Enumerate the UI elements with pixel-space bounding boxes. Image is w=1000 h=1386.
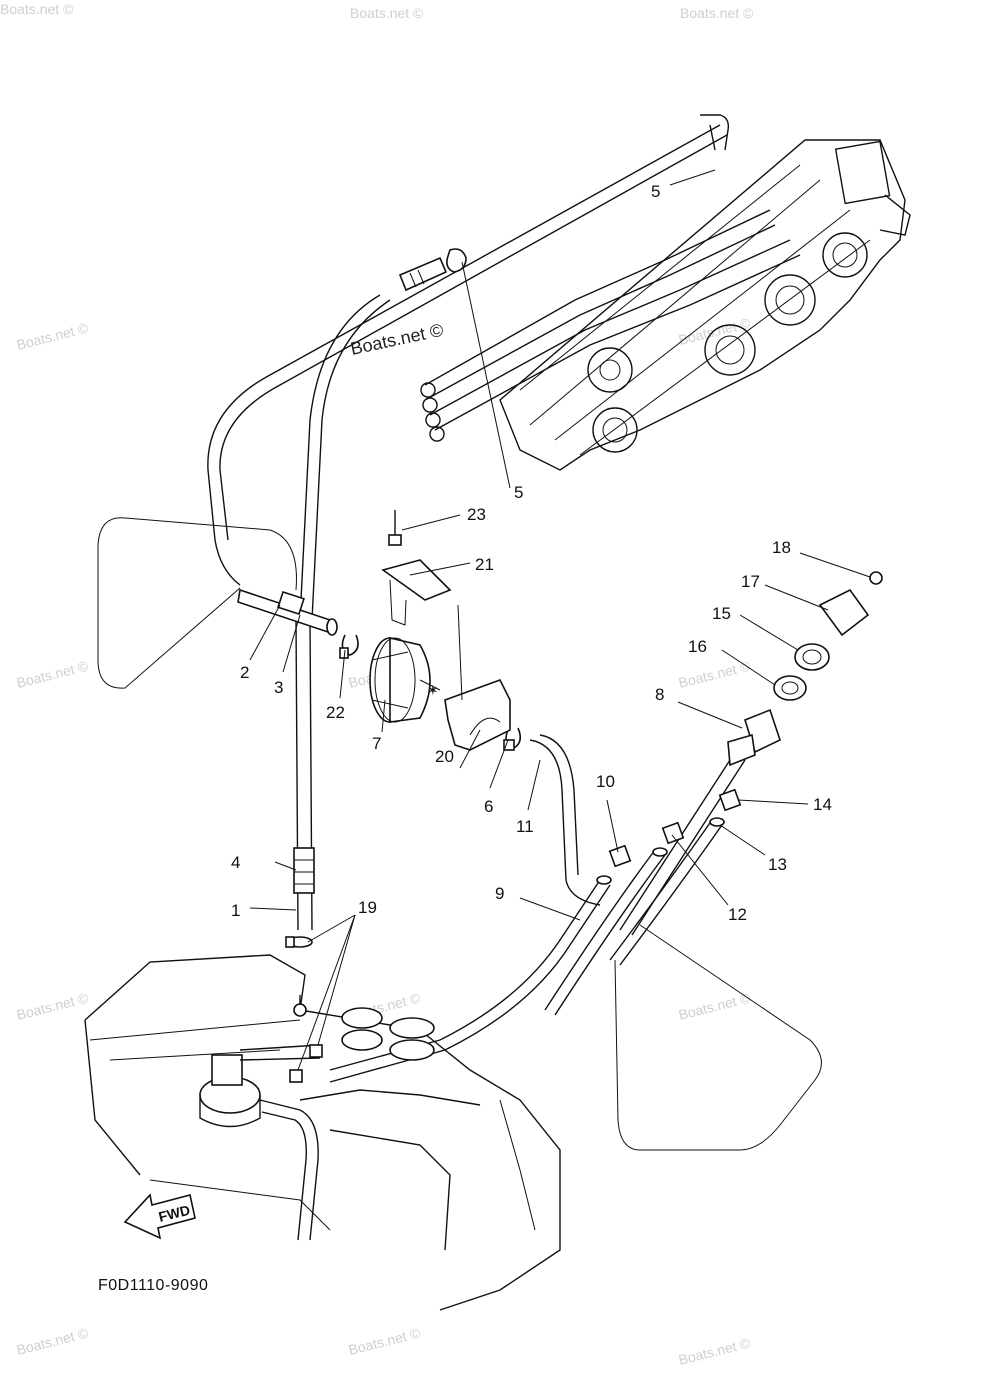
guide-triangle-left — [97, 517, 297, 689]
washer-16 — [773, 675, 807, 701]
callout-8: 8 — [655, 685, 664, 704]
clip-14 — [718, 788, 742, 812]
callout-13: 13 — [768, 855, 787, 874]
mount-bracket — [381, 559, 463, 701]
diagram-code: F0D1110-9090 — [98, 1277, 208, 1294]
screw-23 — [388, 510, 402, 546]
main-watermark: Boats.net © — [349, 320, 445, 359]
hose-joint — [398, 248, 467, 292]
clip-12 — [661, 821, 685, 845]
callout-16: 16 — [688, 637, 707, 656]
hoses-9-12-13 — [329, 817, 725, 1083]
callout-5: 5 — [651, 182, 660, 201]
callout-7: 7 — [372, 734, 381, 753]
callout-21: 21 — [475, 555, 494, 574]
callout-6: 6 — [484, 797, 493, 816]
filter-bracket — [444, 679, 511, 751]
callout-10: 10 — [596, 772, 615, 791]
callout-5: 5 — [514, 483, 523, 502]
fuel-hose-main — [293, 294, 391, 931]
callout-3: 3 — [274, 678, 283, 697]
cap-nut-15 — [794, 643, 830, 671]
cap-cover-17 — [818, 588, 870, 637]
watermark: Boats.net © — [350, 5, 424, 21]
watermark: Boats.net © — [15, 989, 91, 1022]
clip-19 — [285, 936, 323, 1083]
callout-23: 23 — [467, 505, 486, 524]
callout-12: 12 — [728, 905, 747, 924]
callout-labels: 5 5 23 21 2 3 22 7 20 6 11 4 1 19 9 10 1… — [231, 182, 832, 924]
svg-text:✶: ✶ — [427, 682, 439, 698]
watermark: Boats.net © — [15, 657, 91, 690]
callout-1: 1 — [231, 901, 240, 920]
watermark: Boats.net © — [677, 1334, 753, 1367]
callout-19: 19 — [358, 898, 377, 917]
watermark: Boats.net © — [677, 989, 753, 1022]
clip-10 — [608, 844, 632, 868]
callout-2: 2 — [240, 663, 249, 682]
watermark: Boats.net © — [347, 1324, 423, 1357]
vent-hose-4 — [207, 114, 730, 586]
watermark: Boats.net © — [15, 319, 91, 352]
callout-4: 4 — [231, 853, 240, 872]
guide-triangle-right — [614, 924, 822, 1151]
fwd-arrow-icon: FWD — [123, 1193, 196, 1240]
callout-20: 20 — [435, 747, 454, 766]
callout-17: 17 — [741, 572, 760, 591]
clip-6 — [503, 727, 522, 751]
leader-lines — [249, 169, 871, 1071]
hose-connector-2-3 — [237, 588, 338, 636]
fuel-filter: ✶ — [369, 636, 441, 723]
callout-9: 9 — [495, 884, 504, 903]
cap-screw-18 — [869, 571, 883, 585]
callout-14: 14 — [813, 795, 832, 814]
clip-22 — [339, 634, 359, 659]
watermark: Boats.net © — [680, 5, 754, 21]
fwd-label: FWD — [157, 1202, 192, 1225]
watermark: Boats.net © — [0, 1, 74, 17]
watermark: Boats.net © — [677, 314, 753, 347]
callout-11: 11 — [516, 817, 534, 836]
fuel-tank — [84, 954, 561, 1311]
watermark: Boats.net © — [15, 1324, 91, 1357]
callout-15: 15 — [712, 604, 731, 623]
callout-18: 18 — [772, 538, 791, 557]
callout-22: 22 — [326, 703, 345, 722]
filler-neck — [619, 708, 781, 936]
breather-hose — [529, 734, 601, 906]
engine-assembly — [420, 139, 911, 471]
